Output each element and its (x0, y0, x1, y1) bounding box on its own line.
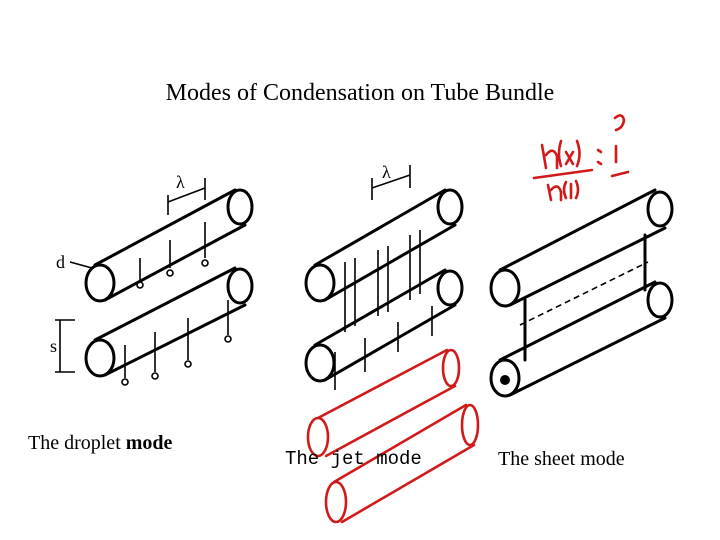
lambda-label-jet: λ (382, 162, 391, 182)
tube-sketch-2 (324, 403, 480, 524)
caption-sheet-mode: The sheet mode (498, 448, 625, 470)
sheet-mode-figure (489, 188, 674, 398)
page-title: Modes of Condensation on Tube Bundle (165, 80, 555, 106)
caption-jet-mode: The jet mode (285, 448, 422, 470)
caption-droplet-mode: The droplet mode (28, 432, 172, 455)
formula-annotation (532, 114, 630, 202)
handwritten-annotations (306, 114, 630, 524)
tube-sketch-1 (306, 348, 461, 458)
s-label: s (50, 336, 57, 356)
caption-droplet-suffix: mode (125, 432, 173, 454)
jet-mode-figure: λ (304, 162, 464, 390)
caption-droplet-prefix: The droplet (28, 432, 126, 454)
d-label: d (56, 252, 65, 272)
droplet-mode-figure: λ d s (50, 172, 254, 386)
lambda-label-droplet: λ (176, 172, 185, 192)
